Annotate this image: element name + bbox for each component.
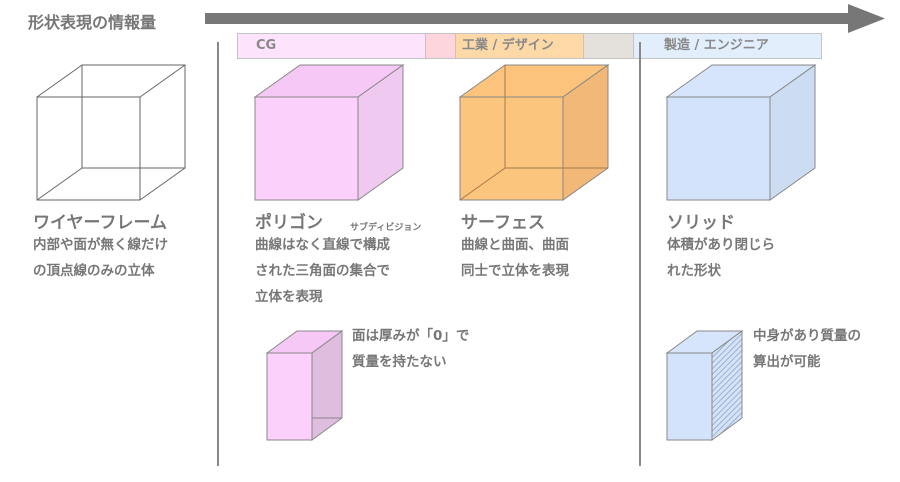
polygon-note: 面は厚みが「0」で質量を持たない xyxy=(352,323,469,375)
band-engineering-label: 製造 / エンジニア xyxy=(664,38,769,53)
wireframe-desc: 内部や面が無く線だけの頂点線のみの立体 xyxy=(33,232,168,284)
polygon-name: ポリゴン xyxy=(255,213,323,233)
note-line: 面は厚みが「0」で xyxy=(352,328,470,344)
surface-cube xyxy=(458,64,610,201)
polygon-desc: 曲線はなく直線で構成された三角面の集合で立体を表現 xyxy=(255,232,390,310)
wireframe-cube xyxy=(36,64,186,201)
desc-line: の頂点線のみの立体 xyxy=(33,263,155,279)
band-cg-label: CG xyxy=(256,38,277,53)
divider-line xyxy=(217,42,219,466)
solid-desc: 体積があり閉じられた形状 xyxy=(667,232,775,284)
note-line: 質量を持たない xyxy=(352,354,447,370)
note-line: 中身があり質量の xyxy=(753,328,861,344)
band-design-label: 工業 / デザイン xyxy=(462,38,554,53)
desc-line: 同士で立体を表現 xyxy=(461,263,569,279)
desc-line: 立体を表現 xyxy=(255,289,323,305)
band-overlap-cg-design xyxy=(425,33,456,59)
band-overlap-design-engineering xyxy=(583,33,634,59)
surface-desc: 曲線と曲面、曲面同士で立体を表現 xyxy=(461,232,569,284)
note-line: 算出が可能 xyxy=(753,354,821,370)
subdivision-label: サブディビジョン xyxy=(350,223,422,233)
solid-name: ソリッド xyxy=(667,213,735,233)
solid-note: 中身があり質量の算出が可能 xyxy=(753,323,861,375)
band-cg: CG xyxy=(237,33,426,59)
desc-line: 体積があり閉じら xyxy=(667,237,775,253)
divider-line xyxy=(639,42,641,466)
solid-filled-box xyxy=(665,330,744,441)
desc-line: 内部や面が無く線だけ xyxy=(33,237,168,253)
polygon-hollow-box xyxy=(265,330,344,441)
diagram-title: 形状表現の情報量 xyxy=(28,13,157,32)
desc-line: された三角面の集合で xyxy=(255,263,390,279)
band-engineering: 製造 / エンジニア xyxy=(633,33,822,59)
surface-name: サーフェス xyxy=(461,213,545,233)
desc-line: 曲線はなく直線で構成 xyxy=(255,237,390,253)
polygon-cube xyxy=(253,64,405,201)
wireframe-name: ワイヤーフレーム xyxy=(33,213,167,233)
desc-line: れた形状 xyxy=(667,263,721,279)
band-design: 工業 / デザイン xyxy=(455,33,584,59)
solid-cube xyxy=(665,64,817,201)
desc-line: 曲線と曲面、曲面 xyxy=(461,237,569,253)
information-arrow xyxy=(205,4,885,33)
